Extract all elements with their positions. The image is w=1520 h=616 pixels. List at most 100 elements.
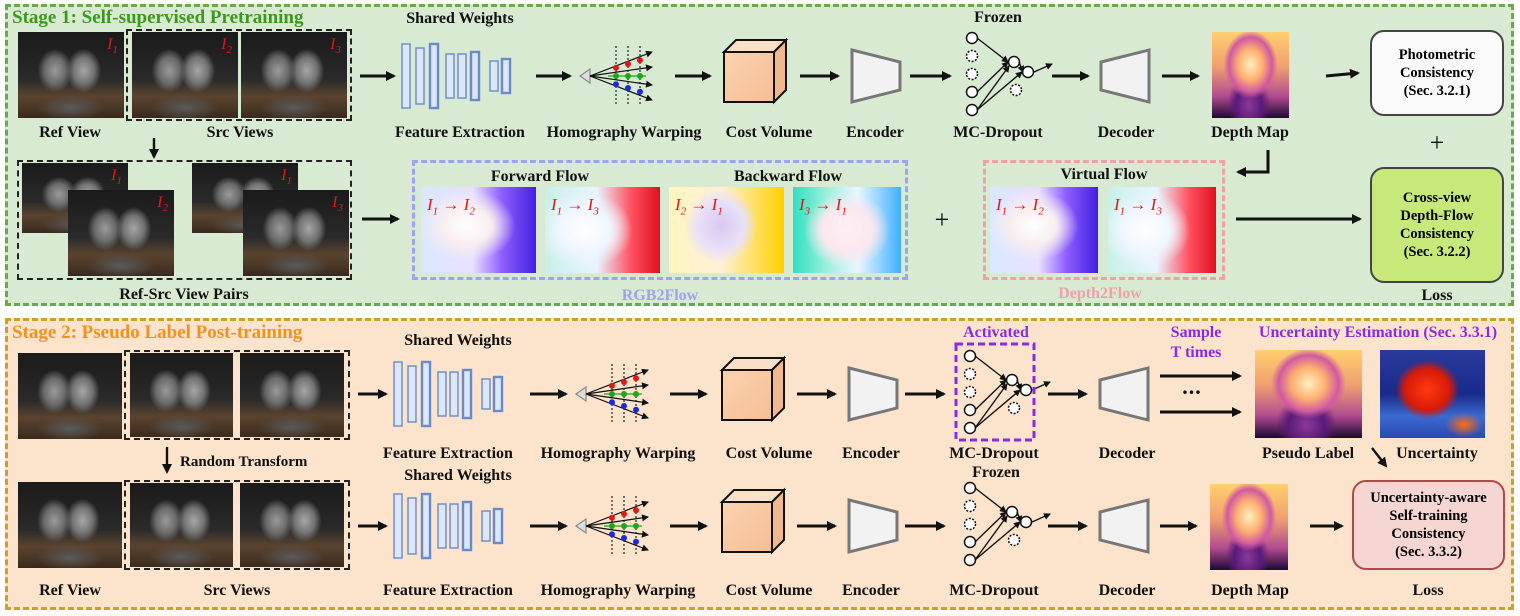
uncertainty-label: Uncertainty [1396, 445, 1478, 462]
s2top-feature-bar [449, 371, 459, 417]
stage2-mc-dropout-bottom: MC-Dropout [949, 582, 1039, 599]
s1-cube-front [723, 51, 775, 103]
s2bot-encoder-shape [847, 498, 899, 554]
s1-mc-edge [1033, 63, 1053, 73]
s1-encoder-shape [850, 48, 902, 104]
backward-flow-label: Backward Flow [734, 168, 842, 185]
s2bot-homography-sample [609, 514, 615, 521]
stage2-shared-weights-top: Shared Weights [404, 332, 512, 349]
sample-label-line1: Sample [1170, 324, 1222, 341]
s1-feature-bar [428, 42, 440, 110]
stage1-decoder-label: Decoder [1097, 124, 1155, 141]
s2bot-homography-sample [633, 538, 639, 545]
s1-mc-edge [976, 71, 1023, 111]
stage2-encoder-top: Encoder [842, 445, 900, 462]
s2bot-feature-bar [407, 497, 417, 555]
s2top-homography-sample [633, 375, 639, 382]
stage2-depth-map-label: Depth Map [1211, 582, 1289, 599]
depth2flow-label: Depth2Flow [1058, 285, 1142, 302]
s2top-homography-sample [609, 399, 615, 406]
stage2-shared-weights-bottom: Shared Weights [404, 467, 512, 484]
s1-mc-input-node [965, 85, 979, 99]
s2top-homography-sample [609, 382, 615, 389]
pseudo-label-label: Pseudo Label [1261, 445, 1355, 462]
s2top-cube-side [771, 355, 785, 423]
s1-mc-edge [976, 65, 1010, 111]
stage2-src-box-bottom [124, 480, 350, 570]
s2bot-homography-ray [585, 525, 649, 538]
s1-feature-bar [401, 43, 411, 109]
s1-decoder-shape [1099, 48, 1151, 104]
s1-homography-ray [589, 50, 653, 77]
s2top-mc-edge [974, 383, 1008, 429]
stage1-frozen-label: Frozen [974, 9, 1022, 26]
stage2-mc-dropout-top: MC-Dropout [949, 445, 1039, 462]
s2bot-mc-hidden-node [1019, 515, 1033, 529]
s2bot-feature-bar [420, 492, 432, 560]
stage2-src-box-top [124, 350, 350, 440]
s2bot-homography-sample [633, 507, 639, 514]
s1-homography-ray [589, 75, 653, 88]
s2top-mc-edge [974, 355, 1007, 381]
s2top-homography-apex [574, 385, 587, 403]
random-transform-label: Random Transform [180, 454, 308, 470]
pseudo-label-image [1255, 350, 1362, 438]
stage2-cost-volume-top: Cost Volume [725, 445, 813, 462]
s2bot-homography-sample [609, 531, 615, 538]
s2top-mc-input-node [963, 385, 977, 399]
stage2-cost-volume-bottom: Cost Volume [725, 582, 813, 599]
s2bot-mc-input-node [963, 499, 977, 513]
s1-mc-hidden-node [1007, 55, 1021, 69]
stage2-ref-photo-bottom [18, 482, 122, 568]
rgb2flow-label: RGB2Flow [621, 287, 699, 304]
flow-image-2-to-1: I2 → I1 [669, 187, 784, 273]
s1-homography-sample [625, 85, 631, 91]
s1-arrow-depth-to-virtualflow [1236, 150, 1270, 177]
s1-homography-ray [589, 64, 653, 77]
s1-homography-sample [625, 61, 631, 67]
s2bot-mc-input-node [963, 517, 977, 531]
s1-feature-bar [489, 60, 499, 92]
stage1-shared-weights-label: Shared Weights [406, 10, 514, 27]
stage2-encoder-bottom: Encoder [842, 582, 900, 599]
uncertainty-estimation-label: Uncertainty Estimation (Sec. 3.3.1) [1258, 324, 1498, 341]
loss-plus-sign: + [1429, 128, 1445, 157]
s2top-homography-ray [585, 382, 649, 395]
stage2-ref-photo-top [18, 353, 122, 439]
s1-homography-sample [637, 57, 643, 64]
s2top-feature-bar [393, 361, 403, 427]
s1-feature-bar [415, 47, 425, 105]
rgb2flow-box [412, 160, 908, 280]
stage2-src-photo-bottom-1 [130, 483, 233, 567]
s2bot-mc-edge [974, 515, 1008, 561]
depth2flow-box [983, 160, 1225, 280]
s1-homography-ray [589, 75, 653, 102]
s2top-mc-hidden-node [1005, 373, 1019, 387]
s2bot-mc-input-node [963, 535, 977, 549]
s2top-feature-bar [492, 375, 504, 413]
sample-dots: ... [1182, 374, 1202, 399]
s2top-homography-ray [585, 393, 649, 420]
s1-homography-sample [613, 64, 619, 71]
s1-mc-input-node [965, 103, 979, 117]
stage2-src-photo-top-2 [240, 353, 344, 437]
flow-plus-sign: + [934, 205, 950, 234]
s2top-mc-input-node [963, 349, 977, 363]
stage1-depth-map-image [1212, 32, 1289, 118]
s2-arrow-pseudo-to-loss [1371, 447, 1388, 468]
stage2-title: Stage 2: Pseudo Label Post-training [12, 322, 303, 343]
stage1-homography-label: Homography Warping [546, 124, 702, 141]
s2bot-mc-input-node [963, 553, 977, 567]
s2bot-feature-bar [393, 493, 403, 559]
s1-mc-input-node [965, 49, 979, 63]
s1-homography-apex [578, 67, 591, 85]
stage1-feature-extraction-label: Feature Extraction [395, 124, 525, 141]
s2bot-decoder-shape [1098, 498, 1150, 554]
s2top-mc-edge [974, 389, 1021, 429]
virtual-flow-1-to-2: I1 → I2 [990, 187, 1098, 273]
stage2-homography-top: Homography Warping [540, 445, 696, 462]
activated-label: Activated [963, 324, 1029, 341]
s2top-feature-bar [461, 368, 473, 420]
